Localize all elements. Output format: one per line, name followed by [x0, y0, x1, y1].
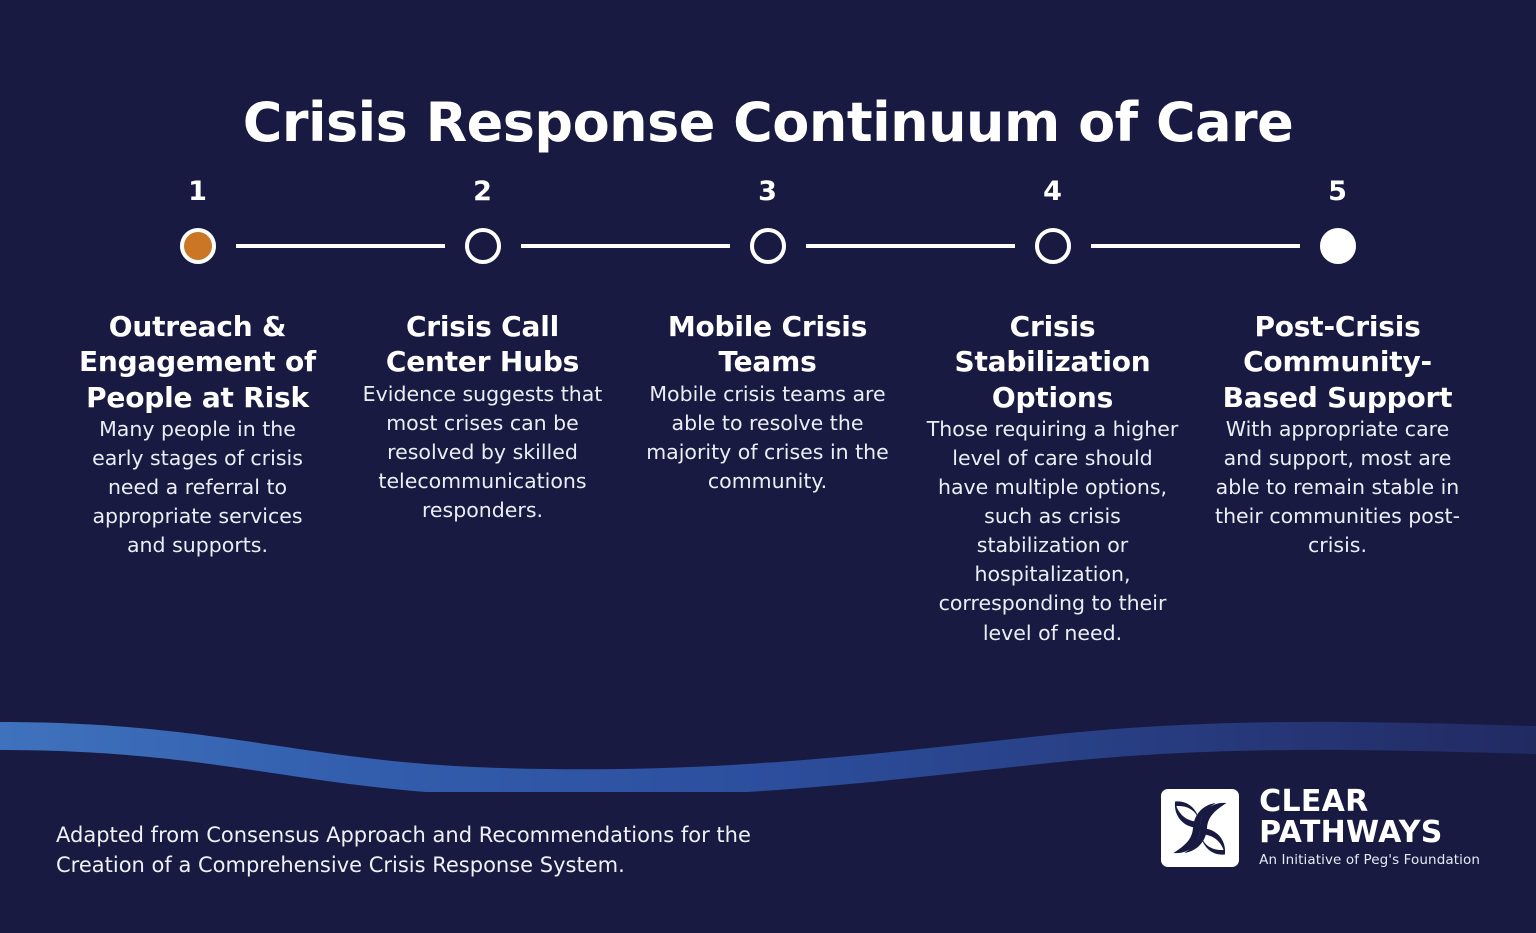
- step-body: Evidence suggests that most crises can b…: [362, 381, 603, 522]
- attribution-text: Adapted from Consensus Approach and Reco…: [56, 823, 751, 878]
- step-body: Mobile crisis teams are able to resolve …: [646, 381, 889, 493]
- step-number: 1: [188, 176, 207, 207]
- step-marker-row: [340, 226, 730, 266]
- logo-tagline: An Initiative of Peg's Foundation: [1259, 852, 1480, 869]
- step-number: 5: [1328, 176, 1347, 207]
- step-2: 2 Crisis Call Center Hubs Evidence sugge…: [340, 176, 730, 526]
- step-body: With appropriate care and support, most …: [1215, 416, 1460, 558]
- logo-text: CLEAR PATHWAYS An Initiative of Peg's Fo…: [1259, 786, 1480, 870]
- logo: CLEAR PATHWAYS An Initiative of Peg's Fo…: [1161, 786, 1480, 870]
- connector-line: [805, 244, 1015, 248]
- clear-pathways-logo-icon: [1161, 789, 1240, 868]
- page-title: Crisis Response Continuum of Care: [242, 91, 1294, 155]
- step-marker-icon: [1319, 228, 1356, 264]
- step-heading: Crisis Call Center Hubs: [385, 310, 580, 379]
- step-marker-icon: [464, 228, 501, 264]
- step-heading: Outreach & Engagement of People at Risk: [78, 310, 317, 414]
- step-marker-icon: [749, 228, 786, 264]
- step-5: 5 Post-Crisis Community-Based Support Wi…: [1195, 178, 1480, 560]
- step-marker-row: [55, 226, 445, 266]
- step-marker-icon: [1034, 228, 1071, 264]
- step-number: 4: [1043, 176, 1062, 207]
- step-body-slot: Those requiring a higher level of care s…: [910, 415, 1195, 648]
- logo-line-1: CLEAR: [1259, 784, 1369, 819]
- step-body-slot: Many people in the early stages of crisi…: [55, 415, 340, 561]
- step-marker-row: [910, 226, 1300, 266]
- step-4: 4 Crisis Stabilization Options Those req…: [910, 176, 1300, 648]
- wave-divider-graphic: [0, 721, 1536, 792]
- connector-line: [520, 244, 730, 248]
- connector-line: [235, 244, 445, 248]
- step-heading: Crisis Stabilization Options: [954, 310, 1151, 414]
- step-number: 3: [758, 176, 777, 207]
- step-heading: Post-Crisis Community-Based Support: [1222, 310, 1453, 414]
- step-body: Those requiring a higher level of care s…: [926, 416, 1179, 645]
- step-body-slot: With appropriate care and support, most …: [1195, 415, 1480, 561]
- step-heading: Mobile Crisis Teams: [667, 310, 868, 379]
- step-body-slot: Evidence suggests that most crises can b…: [340, 380, 625, 526]
- logo-line-2: PATHWAYS: [1259, 815, 1443, 851]
- step-marker-row: [1195, 226, 1480, 266]
- step-body: Many people in the early stages of crisi…: [92, 416, 303, 558]
- connector-line: [1090, 244, 1300, 248]
- step-3: 3 Mobile Crisis Teams Mobile crisis team…: [625, 176, 1015, 496]
- step-1: 1 Outreach & Engagement of People at Ris…: [55, 176, 445, 561]
- step-number: 2: [473, 176, 492, 207]
- step-marker-icon: [179, 228, 216, 264]
- step-body-slot: Mobile crisis teams are able to resolve …: [625, 380, 910, 496]
- continuum-steps: 1 Outreach & Engagement of People at Ris…: [55, 178, 1481, 648]
- step-marker-row: [625, 226, 1015, 266]
